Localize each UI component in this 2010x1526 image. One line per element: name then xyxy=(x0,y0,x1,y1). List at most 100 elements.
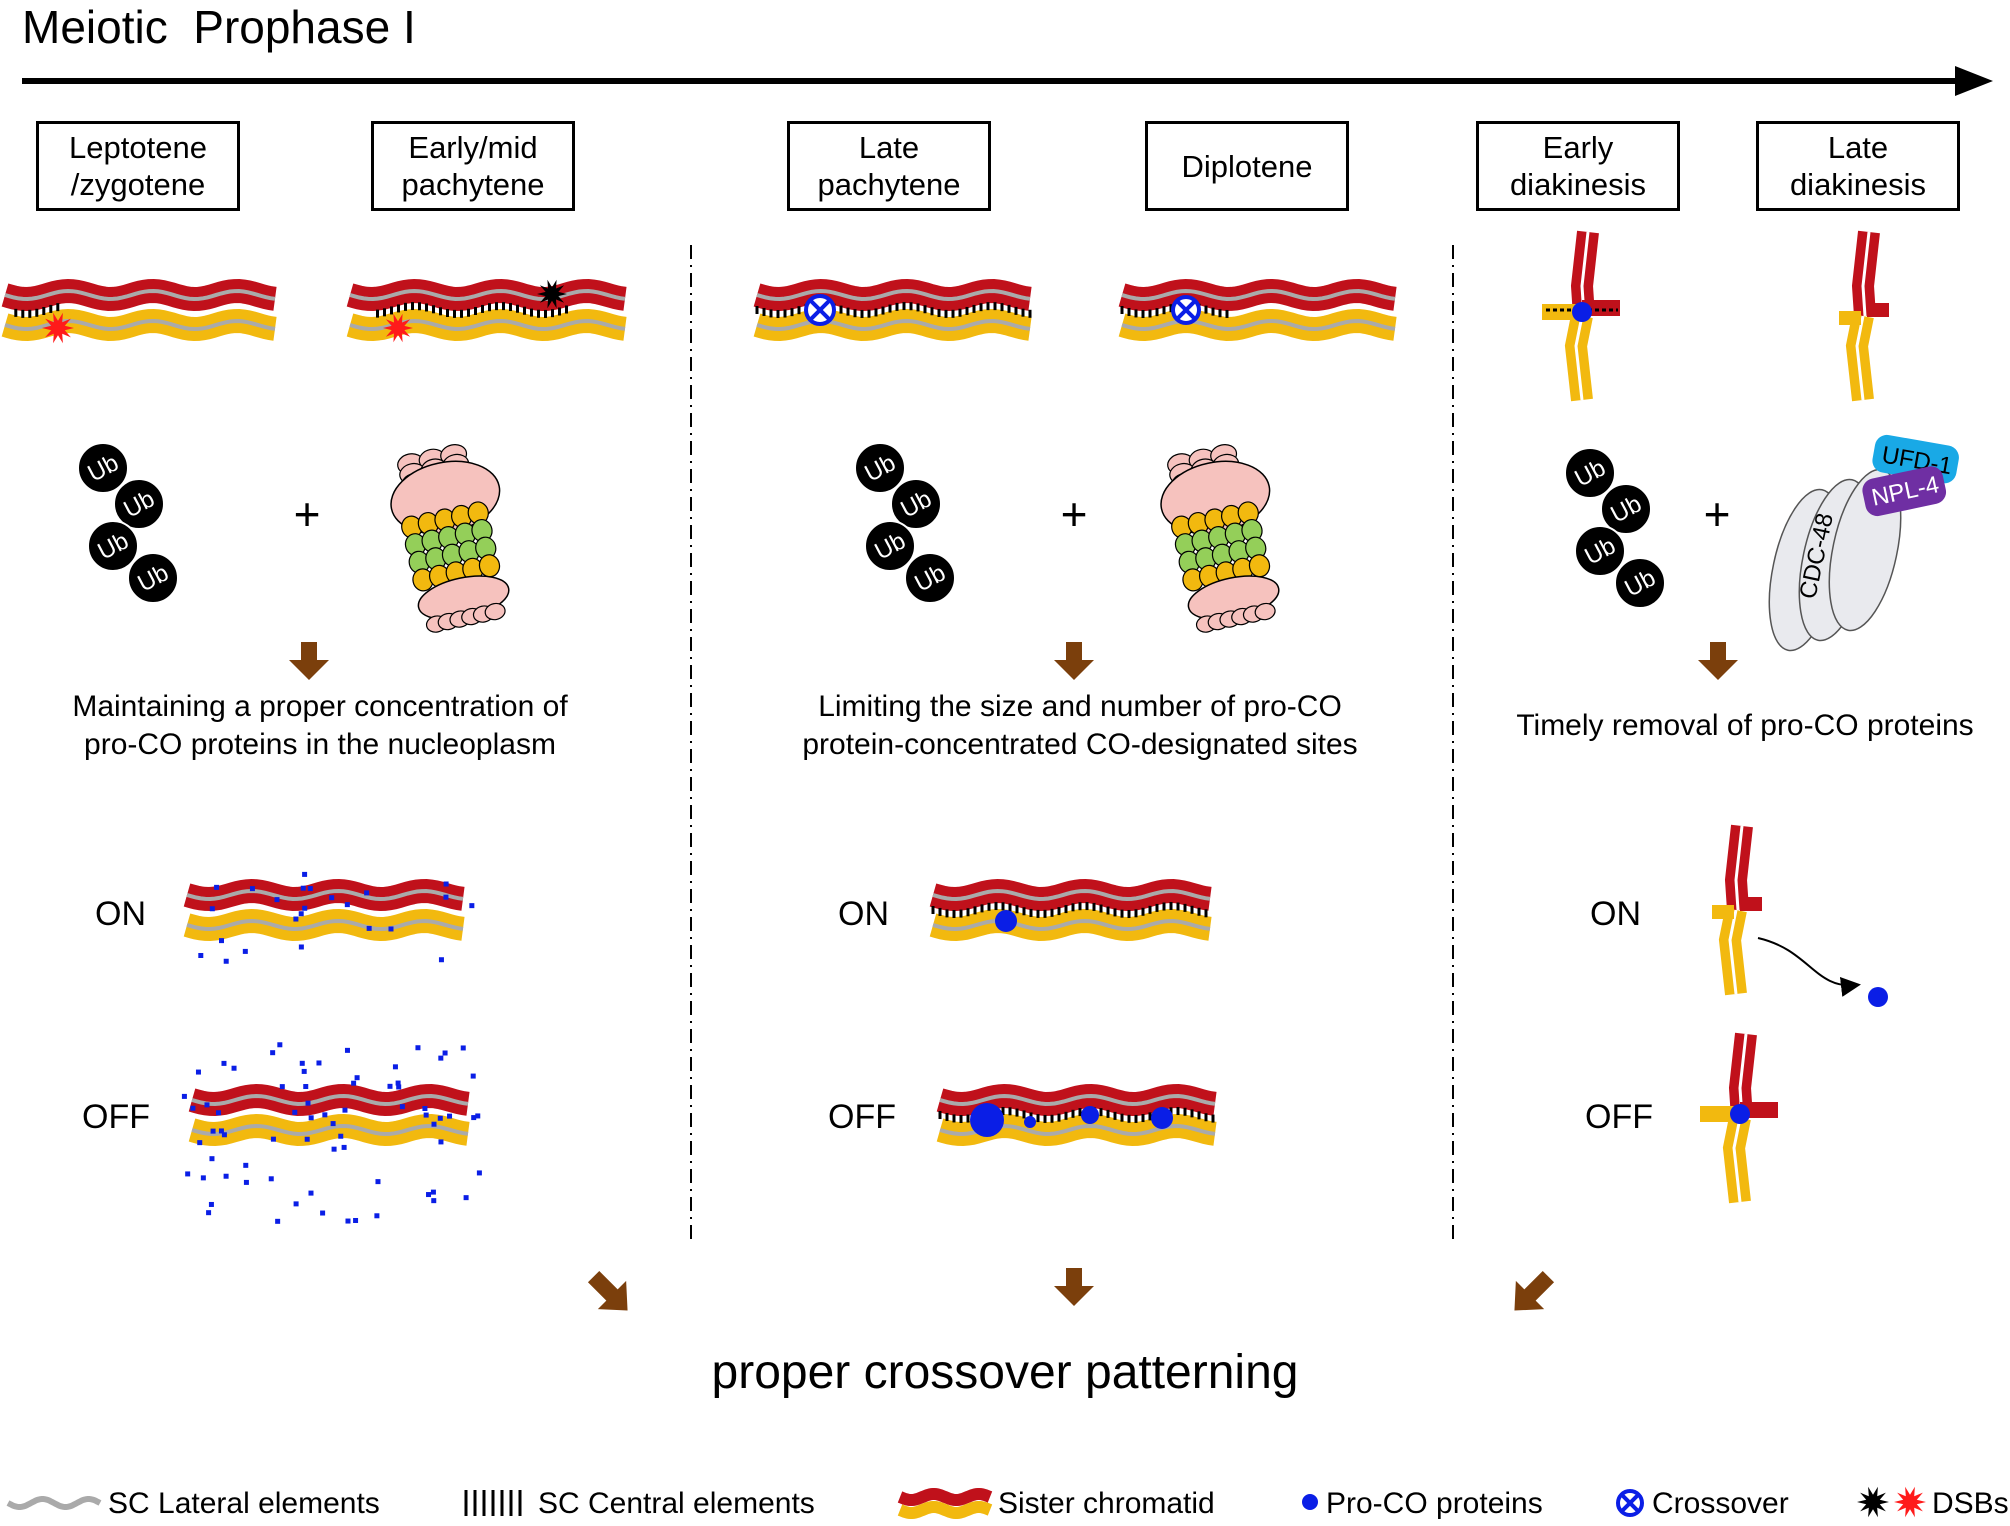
arm-highlight xyxy=(1734,825,1744,911)
dsb-red-icon xyxy=(42,312,74,344)
pro-co-protein xyxy=(388,926,394,932)
down-arrow xyxy=(1054,642,1094,680)
diagonal-arrow-shape xyxy=(1514,1270,1555,1311)
pro-co-protein xyxy=(469,903,475,909)
ubiquitin-circle xyxy=(113,478,165,530)
pro-co-protein xyxy=(351,1080,357,1086)
release-arrow xyxy=(1757,937,1861,997)
pro-co-protein xyxy=(341,1144,347,1150)
bivalent-cross xyxy=(1839,230,1889,402)
pro-co-protein xyxy=(430,1189,436,1195)
pro-co-protein xyxy=(209,1156,215,1162)
pro-co-protein xyxy=(293,1201,299,1207)
legend-proco-icon xyxy=(1302,1494,1318,1510)
pro-co-protein xyxy=(249,886,255,892)
figure-title: Meiotic Prophase I xyxy=(22,1,416,53)
ubiquitin-circle xyxy=(77,442,129,494)
legend-dsb-red-icon xyxy=(1894,1486,1926,1518)
stage-diplotene: Diplotene xyxy=(1145,121,1349,211)
pro-co-protein xyxy=(438,1139,444,1145)
pro-co-focus xyxy=(1151,1107,1173,1129)
pro-co-protein xyxy=(438,957,444,963)
state-on-label: ON xyxy=(1590,895,1641,933)
pro-co-protein xyxy=(342,1107,348,1113)
lateral-element xyxy=(932,918,1211,932)
lateral-element xyxy=(1121,318,1396,332)
pro-co-protein xyxy=(426,1192,432,1198)
pro-co-protein xyxy=(277,1042,283,1048)
pro-co-protein xyxy=(303,1084,309,1090)
pro-co-protein xyxy=(223,1173,229,1179)
legend-lateral-label: SC Lateral elements xyxy=(108,1487,380,1520)
pro-co-protein xyxy=(308,1190,314,1196)
legend-lateral-icon xyxy=(6,1496,102,1510)
stage-late-diakinesis: Late diakinesis xyxy=(1756,121,1960,211)
pro-co-protein xyxy=(320,1210,326,1216)
proteasome-icon xyxy=(390,444,510,633)
chromosome-pair xyxy=(188,1083,470,1147)
pro-co-protein xyxy=(215,1110,221,1116)
ubiquitin-circle xyxy=(1574,525,1626,577)
pro-co-protein xyxy=(374,1213,380,1219)
ubiquitin-circle xyxy=(1600,483,1652,535)
released-pro-co xyxy=(1868,987,1888,1007)
crossover-icon xyxy=(804,294,836,326)
lateral-element xyxy=(186,888,464,902)
ubiquitin-circle xyxy=(854,442,906,494)
ubiquitin-circle xyxy=(1614,557,1666,609)
legend-central-label: SC Central elements xyxy=(538,1487,815,1520)
role-text-1: Maintaining a proper concentration of pr… xyxy=(72,690,568,761)
pro-co-protein xyxy=(344,1047,350,1053)
pro-co-focus xyxy=(1081,1106,1099,1124)
stage-late-pachytene: Late pachytene xyxy=(787,121,991,211)
pro-co-protein xyxy=(364,890,370,896)
ubiquitin-circle xyxy=(864,520,916,572)
pro-co-protein xyxy=(190,1105,196,1111)
pro-co-protein xyxy=(292,1109,298,1115)
pro-co-protein xyxy=(431,1198,437,1204)
lateral-element xyxy=(932,888,1211,902)
arm-highlight xyxy=(1855,315,1865,401)
pro-co-protein xyxy=(268,1176,274,1182)
pro-co-protein xyxy=(219,938,225,944)
npl4-box xyxy=(1862,466,1947,517)
diagonal-arrow xyxy=(587,1270,628,1311)
pro-co-focus xyxy=(1024,1116,1036,1128)
proteasome-icon xyxy=(1160,444,1280,633)
chromosome-pair xyxy=(1118,278,1397,342)
pro-co-focus xyxy=(1572,302,1592,322)
legend-sister-icon xyxy=(897,1501,993,1519)
ubiquitin-circle xyxy=(890,478,942,530)
pro-co-protein xyxy=(443,881,449,887)
result-text: proper crossover patterning xyxy=(711,1346,1299,1399)
legend-sister-label: Sister chromatid xyxy=(998,1487,1215,1520)
state-off-label: OFF xyxy=(1585,1098,1653,1136)
pro-co-protein xyxy=(423,1112,429,1118)
pro-co-protein xyxy=(209,906,215,912)
pro-co-protein xyxy=(345,1218,351,1224)
bivalent-cross xyxy=(1700,1032,1778,1204)
pro-co-protein xyxy=(329,895,335,901)
crossover-icon xyxy=(1616,1489,1644,1517)
pro-co-protein xyxy=(338,1133,344,1139)
arm-highlight xyxy=(1732,1117,1742,1203)
arm-highlight xyxy=(1728,909,1738,995)
pro-co-protein xyxy=(475,1113,481,1119)
pro-co-protein xyxy=(195,1069,201,1075)
legend-sister-icon xyxy=(897,1488,993,1506)
pro-co-protein xyxy=(270,1050,276,1056)
pro-co-protein xyxy=(302,871,308,877)
pro-co-protein xyxy=(399,1104,405,1110)
state-on-label: ON xyxy=(95,895,146,933)
pro-co-protein xyxy=(471,1115,477,1121)
down-arrow xyxy=(1698,642,1738,680)
pro-co-protein xyxy=(270,1136,276,1142)
crossover-x xyxy=(809,299,831,321)
crossover-x xyxy=(1176,300,1196,320)
pro-co-protein xyxy=(279,1084,285,1090)
pro-co-protein xyxy=(375,1179,381,1185)
pro-co-protein xyxy=(395,1080,401,1086)
